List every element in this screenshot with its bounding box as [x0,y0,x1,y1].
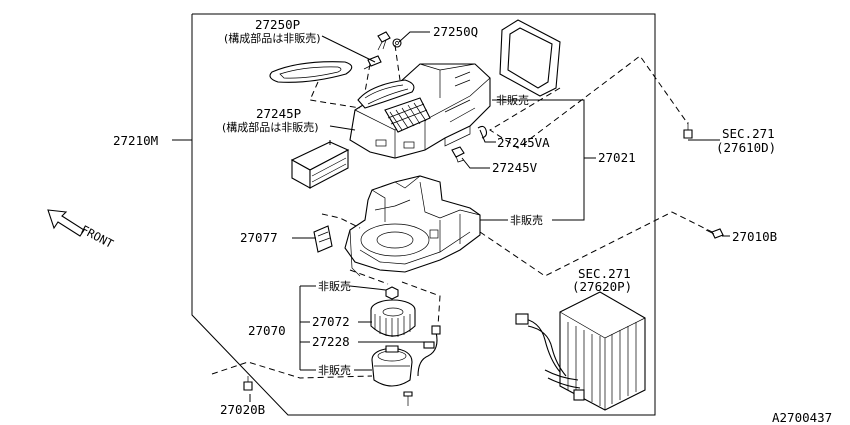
label-27070: 27070 [248,323,286,338]
clip-27245va-icon [477,125,488,139]
label-27021: 27021 [598,150,636,165]
label-not-sold-3: 非販売 [318,280,351,293]
nut-icon [385,286,399,300]
label-27245p: 27245P [256,106,301,121]
upper-housing [349,63,491,159]
label-27610d: (27610D) [716,140,776,155]
label-27210m: 27210M [113,133,158,148]
blower-fan-27072 [370,299,416,337]
label-27072: 27072 [312,314,350,329]
lower-housing [344,175,481,277]
filter-frame-right [499,19,561,97]
label-sec271-a: SEC.271 [722,126,775,141]
label-27077: 27077 [240,230,278,245]
diagram-id: A2700437 [772,410,832,425]
bolt-27010b-icon [705,228,724,239]
label-27620p: (27620P) [572,279,632,294]
bolt-sec271-icon [683,122,693,139]
front-arrow-icon [47,209,85,237]
label-27245p-note: (構成部品は非販売) [222,120,319,134]
leader-lines [172,31,730,402]
screw-icon [403,391,413,406]
filter-frame-27250p [269,61,353,83]
label-sec271-b: SEC.271 [578,266,631,281]
wire-harness-27228 [417,325,441,377]
label-not-sold-1: 非販売 [496,94,529,107]
label-27250p-note: (構成部品は非販売) [224,31,321,45]
screw-icon [363,55,382,70]
label-27250q: 27250Q [433,24,478,39]
label-27010b: 27010B [732,229,777,244]
label-front: FRONT [79,222,116,251]
fastener-27245v-icon [451,146,465,163]
blower-motor [371,345,413,387]
evaporator [515,291,646,411]
label-27245va: 27245VA [497,135,550,150]
screw-27250q-icon [377,31,402,51]
resistor-27077 [313,225,333,253]
label-27250p: 27250P [255,17,300,32]
label-not-sold-4: 非販売 [318,364,351,377]
bolt-27020b-icon [243,376,253,391]
label-not-sold-2: 非販売 [510,214,543,227]
assembly-dash-lines [211,44,713,379]
assembly-outline [191,13,656,416]
label-27228: 27228 [312,334,350,349]
label-27020b: 27020B [220,402,265,417]
label-27245v: 27245V [492,160,538,175]
air-filter-27245p [290,141,350,189]
